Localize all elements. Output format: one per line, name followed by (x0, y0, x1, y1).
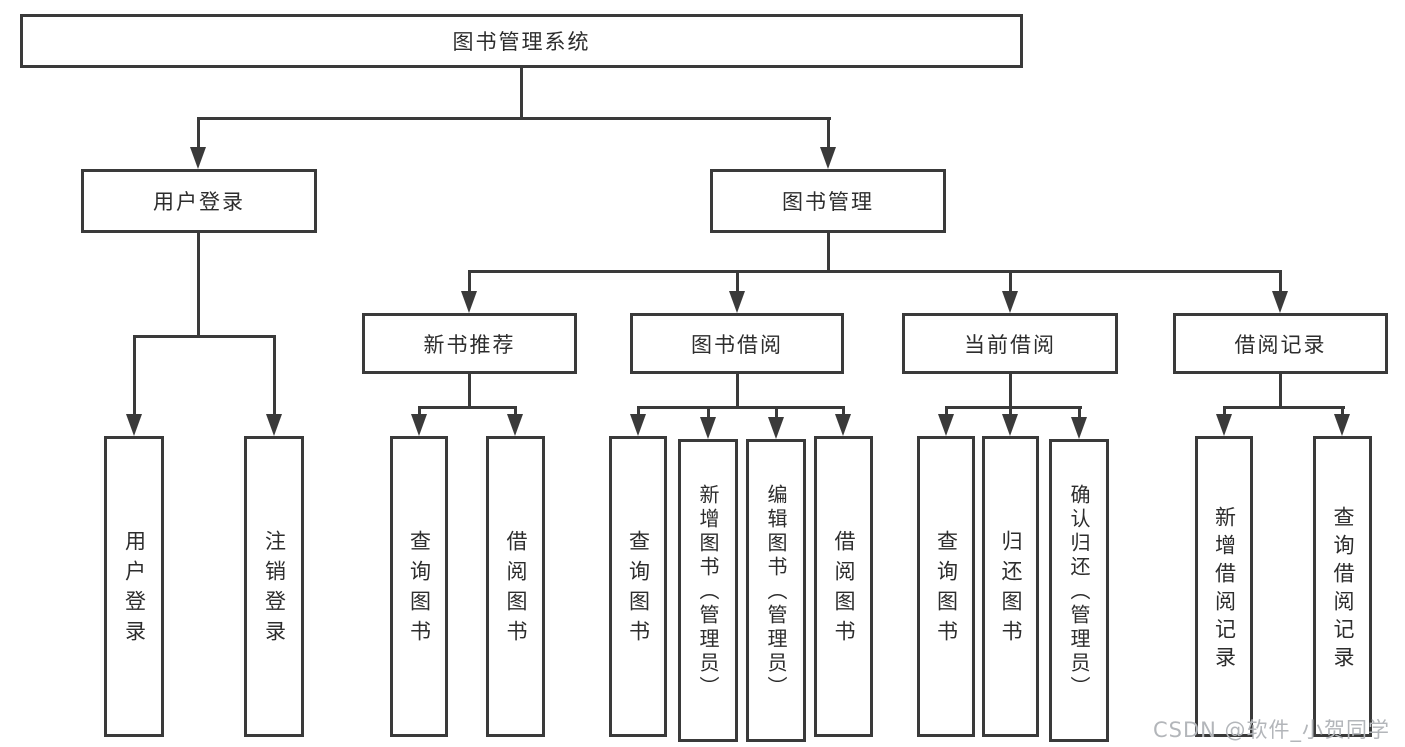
arrow-down-icon (700, 417, 716, 439)
arrow-down-icon (190, 147, 206, 169)
leaf-query-books-current: 查询图书 (917, 436, 975, 737)
connector-bookmgmt-bar (468, 270, 1282, 273)
node-borrowing-records: 借阅记录 (1173, 313, 1388, 374)
leaf-query-books-rec: 查询图书 (390, 436, 448, 737)
arrow-down-icon (1334, 414, 1350, 436)
arrow-down-icon (126, 414, 142, 436)
leaf-edit-book-admin: 编辑图书（管理员） (746, 439, 806, 742)
connector-drop-ul-login (133, 335, 136, 418)
connector-drop-book-mgmt (827, 117, 830, 150)
connector-drop-cb-confirm (1078, 406, 1081, 421)
csdn-watermark: CSDN @软件_小贺同学 (1153, 718, 1391, 742)
connector-records-bar (1223, 406, 1345, 409)
node-new-book-recommendation: 新书推荐 (362, 313, 577, 374)
leaf-borrow-books: 借阅图书 (814, 436, 873, 737)
connector-drop-br-query (1341, 406, 1344, 418)
connector-drop-new-book-rec (468, 270, 471, 294)
connector-bookmgmt-stem (827, 233, 830, 273)
arrow-down-icon (820, 147, 836, 169)
node-root: 图书管理系统 (20, 14, 1023, 68)
connector-drop-cb-query (945, 406, 948, 418)
connector-drop-current-borrow (1009, 270, 1012, 294)
arrow-down-icon (630, 414, 646, 436)
arrow-down-icon (1002, 414, 1018, 436)
arrow-down-icon (835, 414, 851, 436)
connector-drop-bb-query (637, 406, 640, 418)
node-current-borrowing: 当前借阅 (902, 313, 1118, 374)
connector-drop-bb-add (707, 406, 710, 421)
arrow-down-icon (266, 414, 282, 436)
leaf-confirm-return-admin: 确认归还（管理员） (1049, 439, 1109, 742)
connector-drop-bb-edit (775, 406, 778, 421)
connector-root-bar (197, 117, 831, 120)
connector-drop-user-login (197, 117, 200, 150)
connector-drop-nb-borrow (514, 406, 517, 418)
arrow-down-icon (938, 414, 954, 436)
connector-currentborrow-bar (945, 406, 1082, 409)
arrow-down-icon (1272, 291, 1288, 313)
leaf-borrow-books-rec: 借阅图书 (486, 436, 545, 737)
connector-userlogin-bar (133, 335, 276, 338)
leaf-logout: 注销登录 (244, 436, 304, 737)
connector-newbook-bar (418, 406, 517, 409)
connector-drop-book-borrow (736, 270, 739, 294)
connector-bookborrow-stem (736, 374, 739, 408)
node-user-login: 用户登录 (81, 169, 317, 233)
connector-userlogin-stem (197, 233, 200, 337)
leaf-query-books-borrow: 查询图书 (609, 436, 667, 737)
connector-currentborrow-stem (1009, 374, 1012, 408)
arrow-down-icon (729, 291, 745, 313)
arrow-down-icon (768, 417, 784, 439)
connector-drop-bb-borrow (842, 406, 845, 418)
arrow-down-icon (507, 414, 523, 436)
arrow-down-icon (411, 414, 427, 436)
connector-records-stem (1279, 374, 1282, 408)
node-book-borrowing: 图书借阅 (630, 313, 844, 374)
connector-drop-borrow-records (1279, 270, 1282, 294)
leaf-add-book-admin: 新增图书（管理员） (678, 439, 738, 742)
arrow-down-icon (1216, 414, 1232, 436)
connector-drop-ul-logout (273, 335, 276, 418)
leaf-query-borrow-record: 查询借阅记录 (1313, 436, 1372, 737)
leaf-add-borrow-record: 新增借阅记录 (1195, 436, 1253, 737)
arrow-down-icon (461, 291, 477, 313)
leaf-return-book: 归还图书 (982, 436, 1039, 737)
connector-drop-nb-query (418, 406, 421, 418)
connector-drop-br-add (1223, 406, 1226, 418)
connector-bookborrow-bar (637, 406, 845, 409)
connector-newbook-stem (468, 374, 471, 408)
connector-drop-cb-return (1009, 406, 1012, 418)
arrow-down-icon (1071, 417, 1087, 439)
connector-root-stem (520, 68, 523, 120)
arrow-down-icon (1002, 291, 1018, 313)
leaf-user-login: 用户登录 (104, 436, 164, 737)
node-book-management: 图书管理 (710, 169, 946, 233)
